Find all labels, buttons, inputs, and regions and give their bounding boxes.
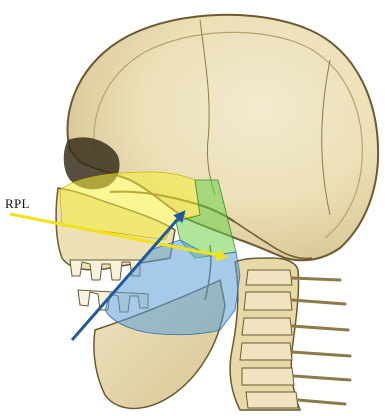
- cervical-spine: [230, 258, 350, 410]
- vertebra-c4: [240, 343, 292, 360]
- vertebra-c6: [246, 392, 298, 408]
- vertebra-c5: [242, 368, 294, 385]
- vertebra-c3: [242, 318, 292, 335]
- vertebra-c2: [244, 292, 292, 310]
- vertebra-c1: [246, 270, 292, 285]
- rpl-label: RPL: [5, 196, 30, 212]
- spinous-processes: [292, 278, 350, 404]
